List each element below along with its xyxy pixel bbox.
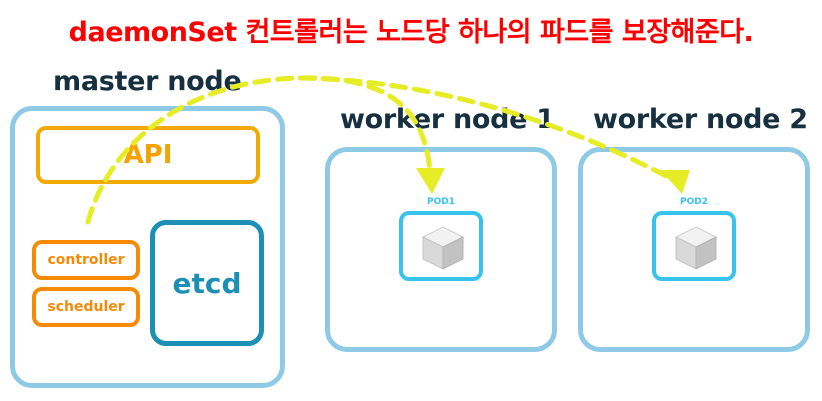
- api-box: API: [36, 126, 260, 184]
- controller-label: controller: [47, 252, 125, 268]
- etcd-label: etcd: [172, 266, 242, 300]
- etcd-box: etcd: [150, 220, 264, 346]
- scheduler-label: scheduler: [47, 299, 125, 315]
- worker-node-1-label: worker node 1: [340, 104, 555, 135]
- pod2-box: [652, 211, 736, 281]
- scheduler-box: scheduler: [32, 287, 140, 327]
- pod1-label: POD1: [427, 197, 455, 207]
- pod1-box: [399, 211, 483, 281]
- controller-box: controller: [32, 240, 140, 280]
- pod2-label: POD2: [680, 197, 708, 207]
- master-node-label: master node: [53, 66, 242, 97]
- cube-icon: [674, 226, 718, 270]
- cube-icon: [421, 226, 465, 270]
- diagram-title: daemonSet 컨트롤러는 노드당 하나의 파드를 보장해준다.: [68, 17, 754, 48]
- worker-node-2-label: worker node 2: [593, 104, 808, 135]
- api-label: API: [123, 140, 173, 170]
